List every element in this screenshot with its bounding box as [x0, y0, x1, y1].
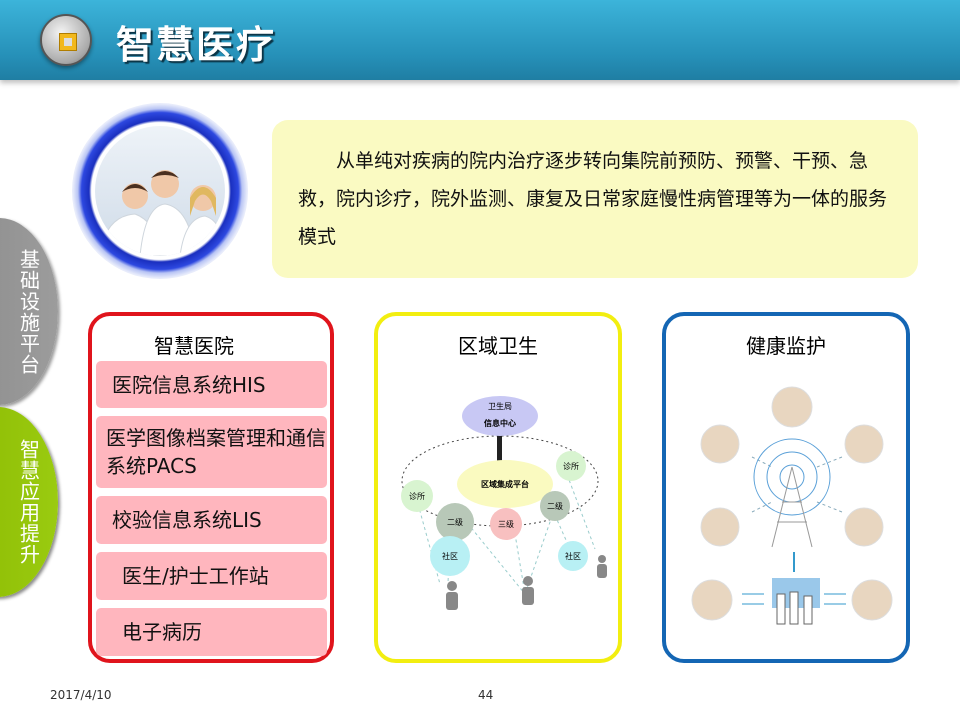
page-number: 44	[478, 688, 494, 702]
card-health-monitoring: 健康监护	[662, 312, 910, 663]
card-smart-hospital: 智慧医院 医院信息系统HIS 医学图像档案管理和通信系统PACS 校验信息系统L…	[88, 312, 334, 663]
side-tab-infrastructure[interactable]: 基础设施平台	[0, 218, 58, 405]
list-item-emr[interactable]: 电子病历	[96, 608, 327, 656]
node-community: 社区	[565, 551, 581, 561]
footer-date: 2017/4/10	[50, 688, 112, 702]
node-level3: 三级	[498, 519, 514, 529]
node-info-center: 信息中心	[484, 418, 516, 428]
node-health-bureau: 卫生局	[488, 401, 512, 411]
list-item-lis[interactable]: 校验信息系统LIS	[96, 496, 327, 544]
list-item-workstation[interactable]: 医生/护士工作站	[96, 552, 327, 600]
regional-network-diagram: 卫生局 信息中心 区域集成平台 诊所 诊所 二级 二级 三级 社区 社区	[401, 396, 607, 610]
node-community: 社区	[442, 551, 458, 561]
person-icon	[446, 555, 607, 610]
card-regional-health: 区域卫生 卫生局 信息中心 区域集成平台 诊所 诊所 二级 二级 三级 社区 社…	[374, 312, 622, 663]
square-button-icon	[40, 14, 92, 66]
page-title: 智慧医疗	[116, 23, 277, 67]
card-title: 健康监护	[746, 334, 826, 358]
node-clinic: 诊所	[563, 461, 579, 471]
card-title: 智慧医院	[154, 334, 234, 358]
doctors-photo	[72, 103, 248, 279]
header-bar: 智慧医疗	[0, 0, 960, 80]
list-item-pacs[interactable]: 医学图像档案管理和通信系统PACS	[96, 416, 327, 488]
card-title: 区域卫生	[458, 334, 538, 358]
list-item-his[interactable]: 医院信息系统HIS	[96, 361, 327, 408]
node-platform: 区域集成平台	[481, 479, 529, 489]
health-monitoring-diagram	[691, 386, 893, 625]
node-clinic: 诊所	[409, 491, 425, 501]
node-level2: 二级	[447, 517, 463, 527]
intro-text: 从单纯对疾病的院内治疗逐步转向集院前预防、预警、干预、急救，院内诊疗，院外监测、…	[272, 120, 918, 278]
node-level2: 二级	[547, 501, 563, 511]
side-tab-smart-application[interactable]: 智慧应用提升	[0, 407, 58, 597]
doctors-illustration	[99, 170, 225, 256]
